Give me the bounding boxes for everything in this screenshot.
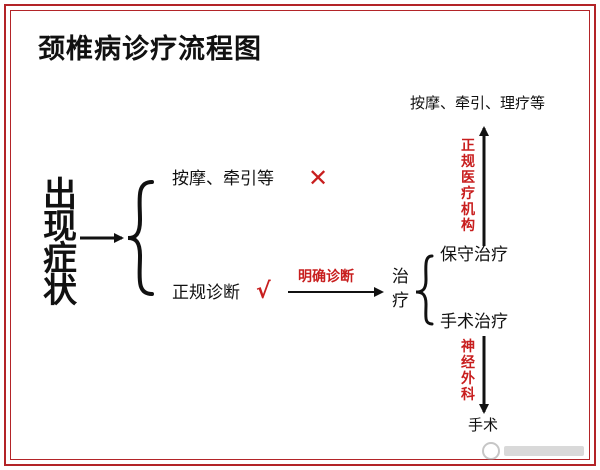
via-char: 正 [461, 138, 475, 154]
via-char: 经 [461, 355, 475, 372]
via-char: 神 [461, 339, 475, 355]
check-mark: √ [256, 279, 271, 304]
via-char: 科 [461, 387, 475, 404]
watermark-logo [482, 442, 584, 460]
treatment-char: 疗 [392, 291, 409, 311]
option-diagnosis: 正规诊断 [172, 283, 240, 303]
treatment-char: 治 [392, 267, 409, 287]
inner-border [10, 10, 590, 460]
diagram-title: 颈椎病诊疗流程图 [38, 34, 262, 65]
cross-mark: ✕ [308, 164, 329, 192]
surgical-result: 手术 [468, 416, 499, 434]
diagnose-label: 明确诊断 [298, 269, 354, 285]
treatment-brace [415, 254, 434, 326]
via-char: 规 [461, 154, 475, 171]
option-massage: 按摩、牵引等 [172, 169, 274, 189]
symptom-char: 出 [43, 175, 77, 215]
conservative-treatment: 保守治疗 [440, 245, 508, 265]
via-char: 外 [461, 371, 475, 388]
choice-brace [127, 180, 154, 296]
via-char: 医 [461, 170, 475, 187]
symptom-char: 状 [43, 271, 77, 311]
via-char: 机 [461, 202, 475, 219]
surgical-treatment: 手术治疗 [440, 312, 508, 332]
surgical-via: 神 经 外 科 [458, 339, 478, 403]
via-char: 构 [461, 218, 475, 235]
via-char: 疗 [461, 186, 475, 203]
conservative-via: 正 规 医 疗 机 构 [458, 138, 478, 235]
symptom-char: 现 [43, 207, 77, 247]
outer-border [4, 4, 596, 466]
conservative-result: 按摩、牵引、理疗等 [410, 94, 546, 112]
symptom-char: 症 [43, 239, 77, 279]
